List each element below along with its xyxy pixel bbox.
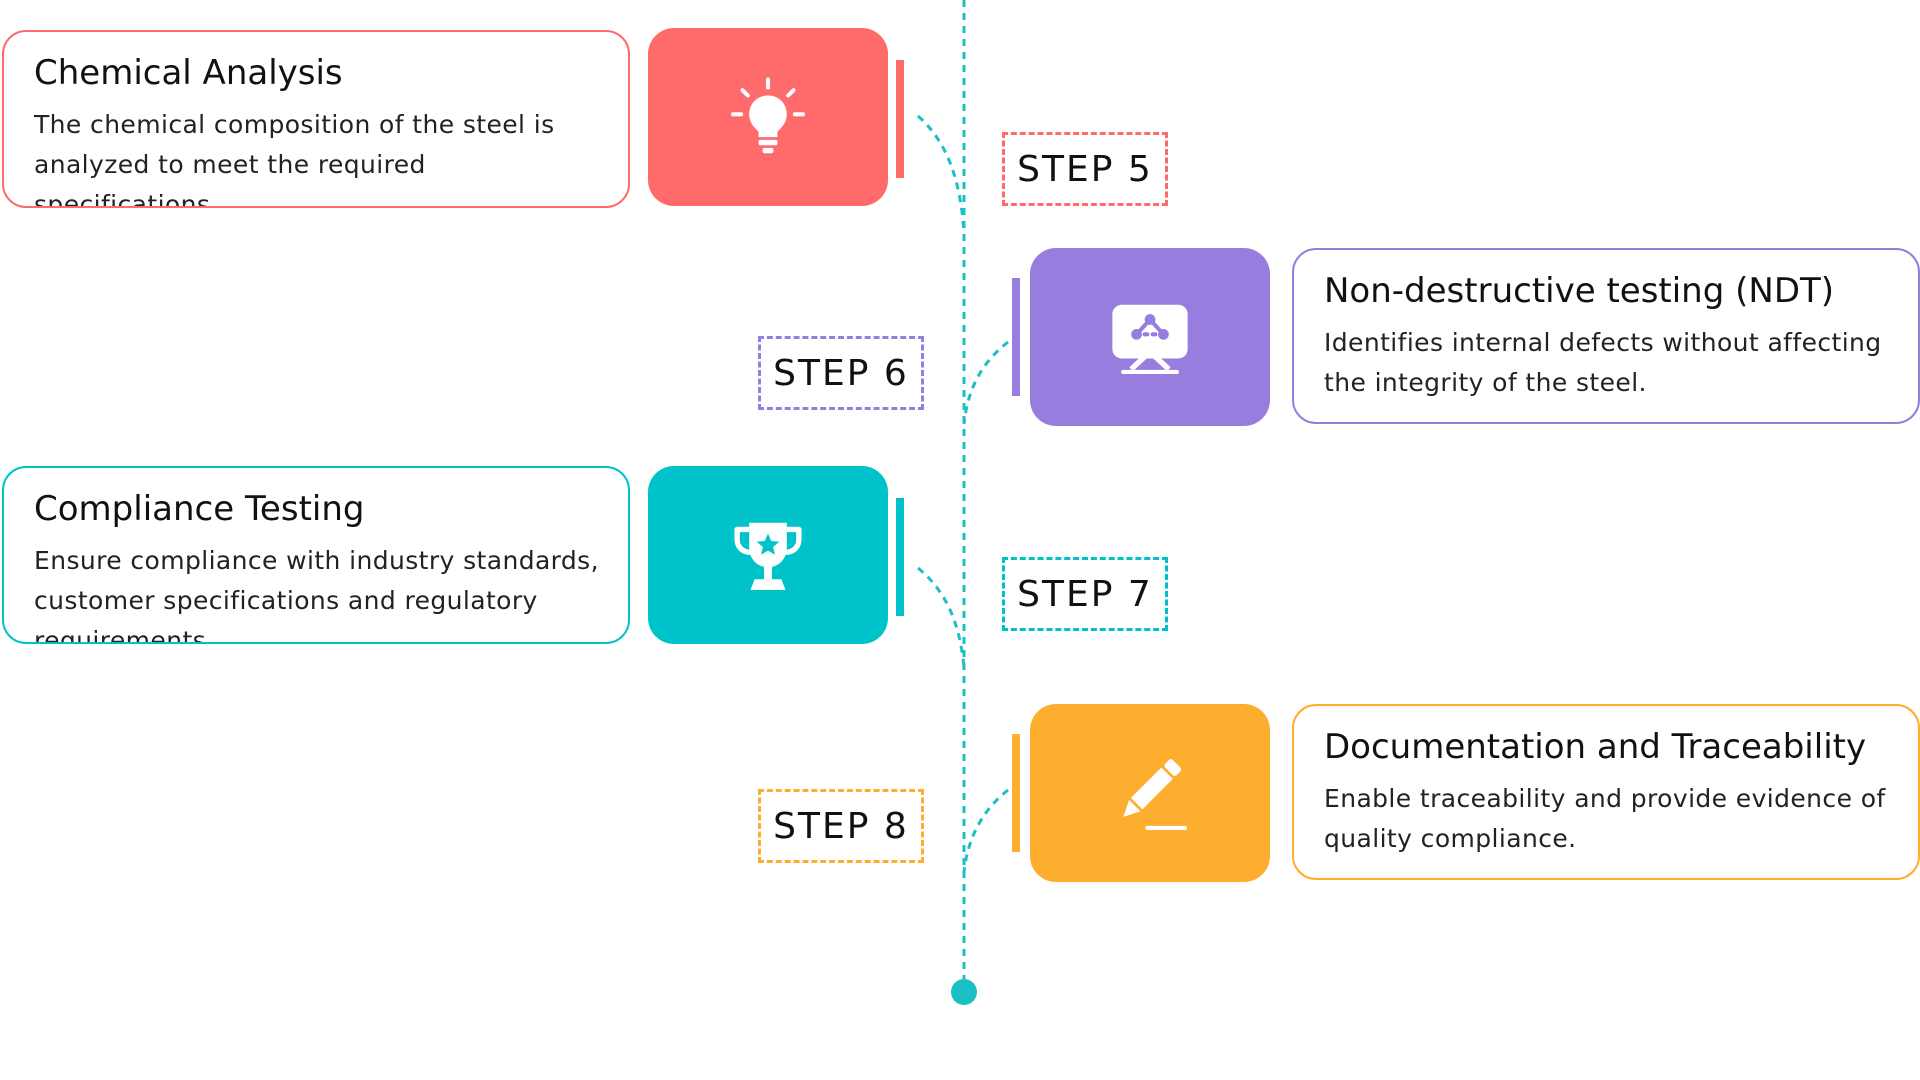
lightbulb-icon (731, 77, 805, 154)
step-7-card: Compliance Testing Ensure compliance wit… (2, 466, 630, 644)
step-6-label: STEP 6 (758, 336, 924, 410)
connector-step-5 (917, 114, 966, 233)
step-6-title: Non-destructive testing (NDT) (1324, 271, 1835, 311)
step-7-title: Compliance Testing (34, 489, 365, 529)
step-8-icon-tile (1030, 704, 1270, 882)
connector-step-7 (917, 566, 966, 669)
step-5-title: Chemical Analysis (34, 53, 343, 93)
step-5-card: Chemical Analysis The chemical compositi… (2, 30, 630, 208)
step-7-icon-tile (648, 466, 888, 644)
step-5-description: The chemical composition of the steel is… (34, 110, 555, 208)
timeline-end-dot (951, 979, 977, 1005)
step-7-description: Ensure compliance with industry standard… (34, 546, 599, 644)
step-8-label: STEP 8 (758, 789, 924, 863)
step-7-label: STEP 7 (1002, 557, 1168, 631)
step-8-title: Documentation and Traceability (1324, 727, 1867, 767)
connector-step-8 (962, 788, 1009, 873)
step-5-icon-tile (648, 28, 888, 206)
step-6-card: Non-destructive testing (NDT) Identifies… (1292, 248, 1920, 424)
step-6-accent-bar (1012, 278, 1020, 396)
step-8-description: Enable traceability and provide evidence… (1324, 784, 1886, 854)
pencil-icon (1123, 759, 1187, 830)
step-5-label: STEP 5 (1002, 132, 1168, 206)
trophy-icon (734, 522, 802, 590)
step-6-icon-tile (1030, 248, 1270, 426)
presentation-icon (1112, 304, 1188, 374)
step-7-accent-bar (896, 498, 904, 616)
connector-step-6 (962, 340, 1009, 425)
step-8-accent-bar (1012, 734, 1020, 852)
step-5-accent-bar (896, 60, 904, 178)
step-6-description: Identifies internal defects without affe… (1324, 328, 1882, 398)
step-8-card: Documentation and Traceability Enable tr… (1292, 704, 1920, 880)
